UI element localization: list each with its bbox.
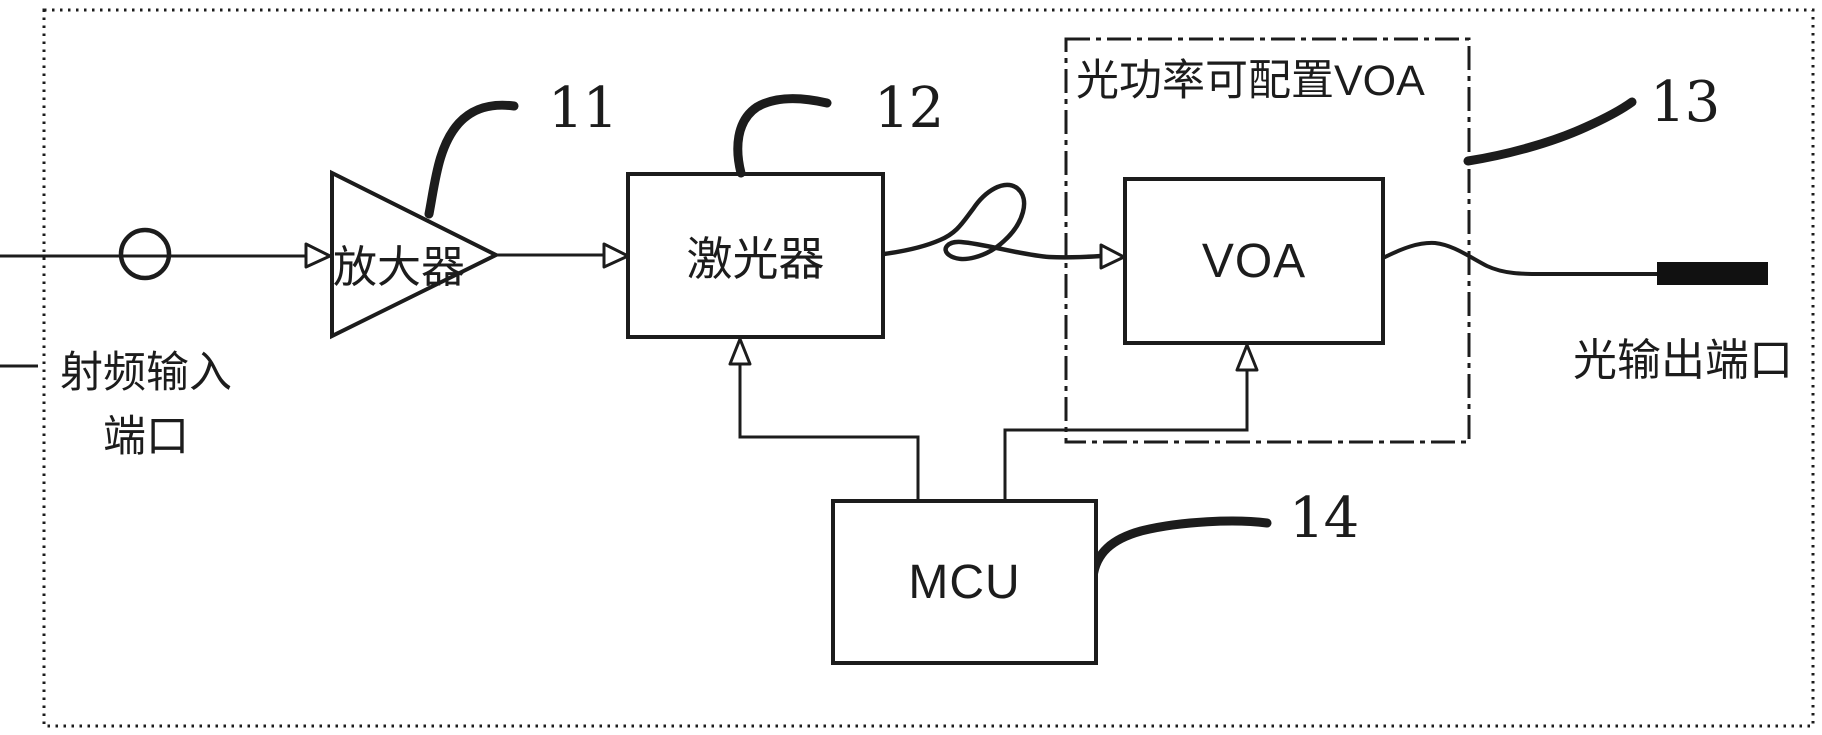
- mcu-label: MCU: [908, 555, 1021, 609]
- amplifier-triangle-icon: [330, 169, 501, 340]
- mcu-box: [831, 499, 1098, 665]
- rf-input-port-label-line2: 端口: [103, 413, 189, 461]
- arrowhead-into-voa-icon: [1099, 243, 1126, 270]
- ref-14-leader: [1088, 516, 1272, 582]
- ref-12: 12: [874, 76, 944, 141]
- rf-input-port-label-line1: 射频输入: [60, 349, 232, 397]
- mcu-to-voa-control-line: [1003, 369, 1249, 501]
- ref-14: 14: [1289, 486, 1359, 551]
- rf-input-port-label: 射频输入 端口: [38, 341, 254, 469]
- amplifier-label: 放大器: [333, 243, 465, 292]
- optical-output-port-label: 光输出端口: [1573, 336, 1793, 385]
- ref-13-leader: [1463, 97, 1637, 166]
- optical-output-connector-icon: [1657, 262, 1768, 285]
- arrowhead-into-laser-bottom-icon: [728, 337, 752, 366]
- voa-box: [1123, 177, 1385, 345]
- output-fiber-line: [1382, 240, 1658, 276]
- module-frame: [42, 8, 1815, 728]
- ref-12-leader: [733, 94, 832, 178]
- laser-box: [626, 172, 885, 339]
- mcu-to-laser-control-line: [738, 363, 920, 501]
- voa-group-box: [1064, 37, 1471, 444]
- voa-label: VOA: [1201, 234, 1307, 288]
- arrowhead-into-laser-icon: [602, 242, 630, 269]
- arrowhead-into-voa-bottom-icon: [1235, 343, 1259, 372]
- laser-label: 激光器: [686, 232, 825, 285]
- arrowhead-into-amplifier-icon: [304, 242, 332, 269]
- voa-group-title: 光功率可配置VOA: [1076, 57, 1425, 105]
- ref-11: 11: [548, 76, 618, 141]
- rf-connector-circle-icon: [118, 227, 172, 281]
- fiber-loop-line: [881, 182, 1104, 262]
- ref-13: 13: [1650, 70, 1720, 135]
- ref-11-leader: [424, 100, 519, 219]
